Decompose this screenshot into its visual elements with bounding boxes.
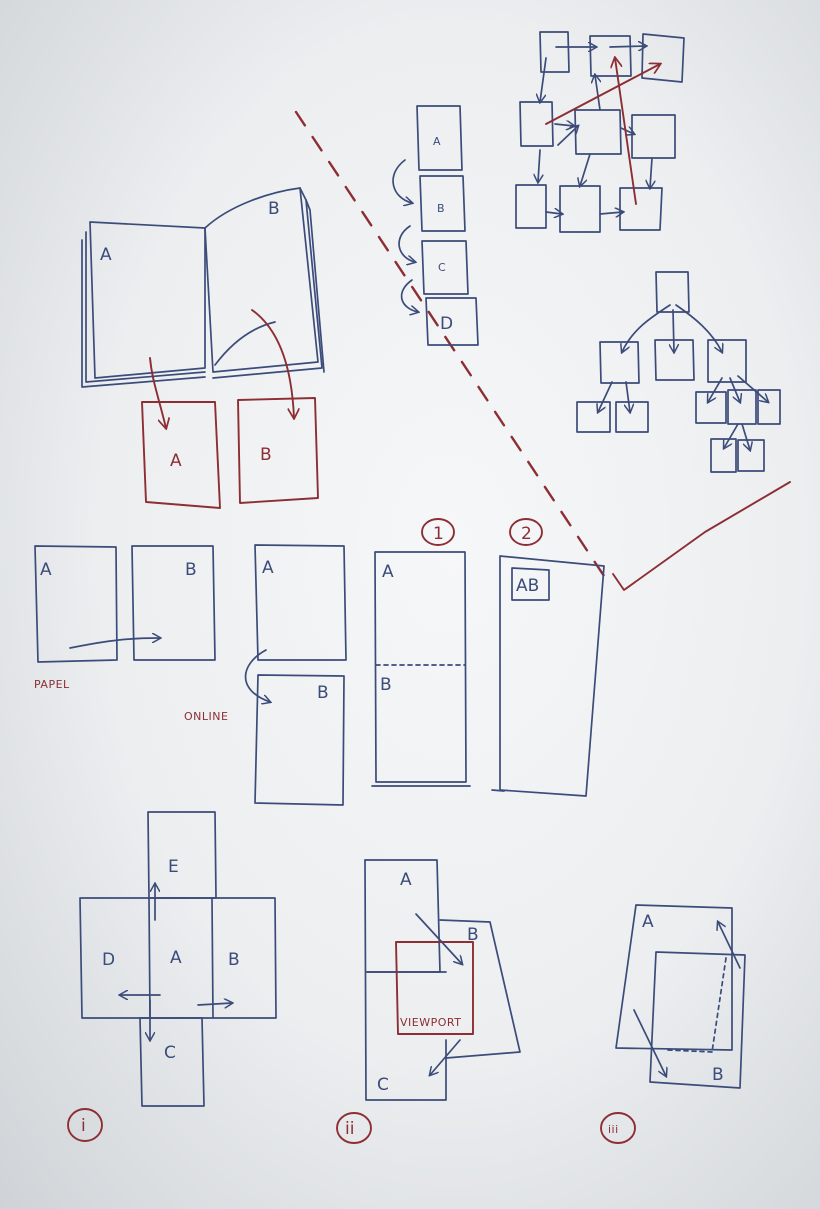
cross-label-e: E [168,857,179,877]
book-right-page-label: B [268,199,280,219]
roman-numeral-iii: iii [608,1123,619,1136]
chain-label-d: D [440,314,453,334]
extracted-page-b-label: B [260,445,272,465]
viewport-label-b: B [467,925,479,945]
cross-label-a: A [170,948,182,968]
chain-label-b: B [437,202,445,215]
viewport-label-a: A [400,870,412,890]
viewport-layout [336,859,521,1144]
column-1-label-b: B [380,675,392,695]
stack-label-b: B [712,1065,724,1085]
roman-numeral-i: i [81,1116,86,1136]
online-page-b-label: B [317,683,329,703]
tree-graph [576,271,781,473]
viewport-caption: VIEWPORT [400,1016,461,1029]
stack-label-a: A [642,912,654,932]
online-caption: ONLINE [184,710,228,723]
online-page-a-label: A [262,558,274,578]
open-book [81,187,325,388]
chain-label-c: C [438,261,446,274]
red-dashed-divider [294,110,791,591]
paper-pages [34,545,216,663]
chain-label-a: A [433,135,441,148]
online-pages [244,544,347,806]
extracted-page-a-label: A [170,451,182,471]
column-1-label-a: A [382,562,394,582]
step-number-1: 1 [433,524,444,544]
roman-numeral-ii: ii [345,1119,354,1139]
column-2-label-ab: AB [516,576,539,596]
extracted-pages [141,309,319,509]
book-left-page-label: A [100,245,112,265]
numbered-columns [371,518,605,797]
cross-label-b: B [228,950,240,970]
paper-page-b-label: B [185,560,197,580]
cross-label-d: D [102,950,115,970]
linked-chain [392,105,479,346]
papel-caption: PAPEL [34,678,70,691]
network-graph [515,31,685,233]
step-number-2: 2 [521,524,532,544]
stacked-layout [600,904,746,1144]
cross-label-c: C [164,1043,176,1063]
viewport-label-c: C [377,1075,389,1095]
paper-page-a-label: A [40,560,52,580]
cross-layout [67,811,277,1142]
